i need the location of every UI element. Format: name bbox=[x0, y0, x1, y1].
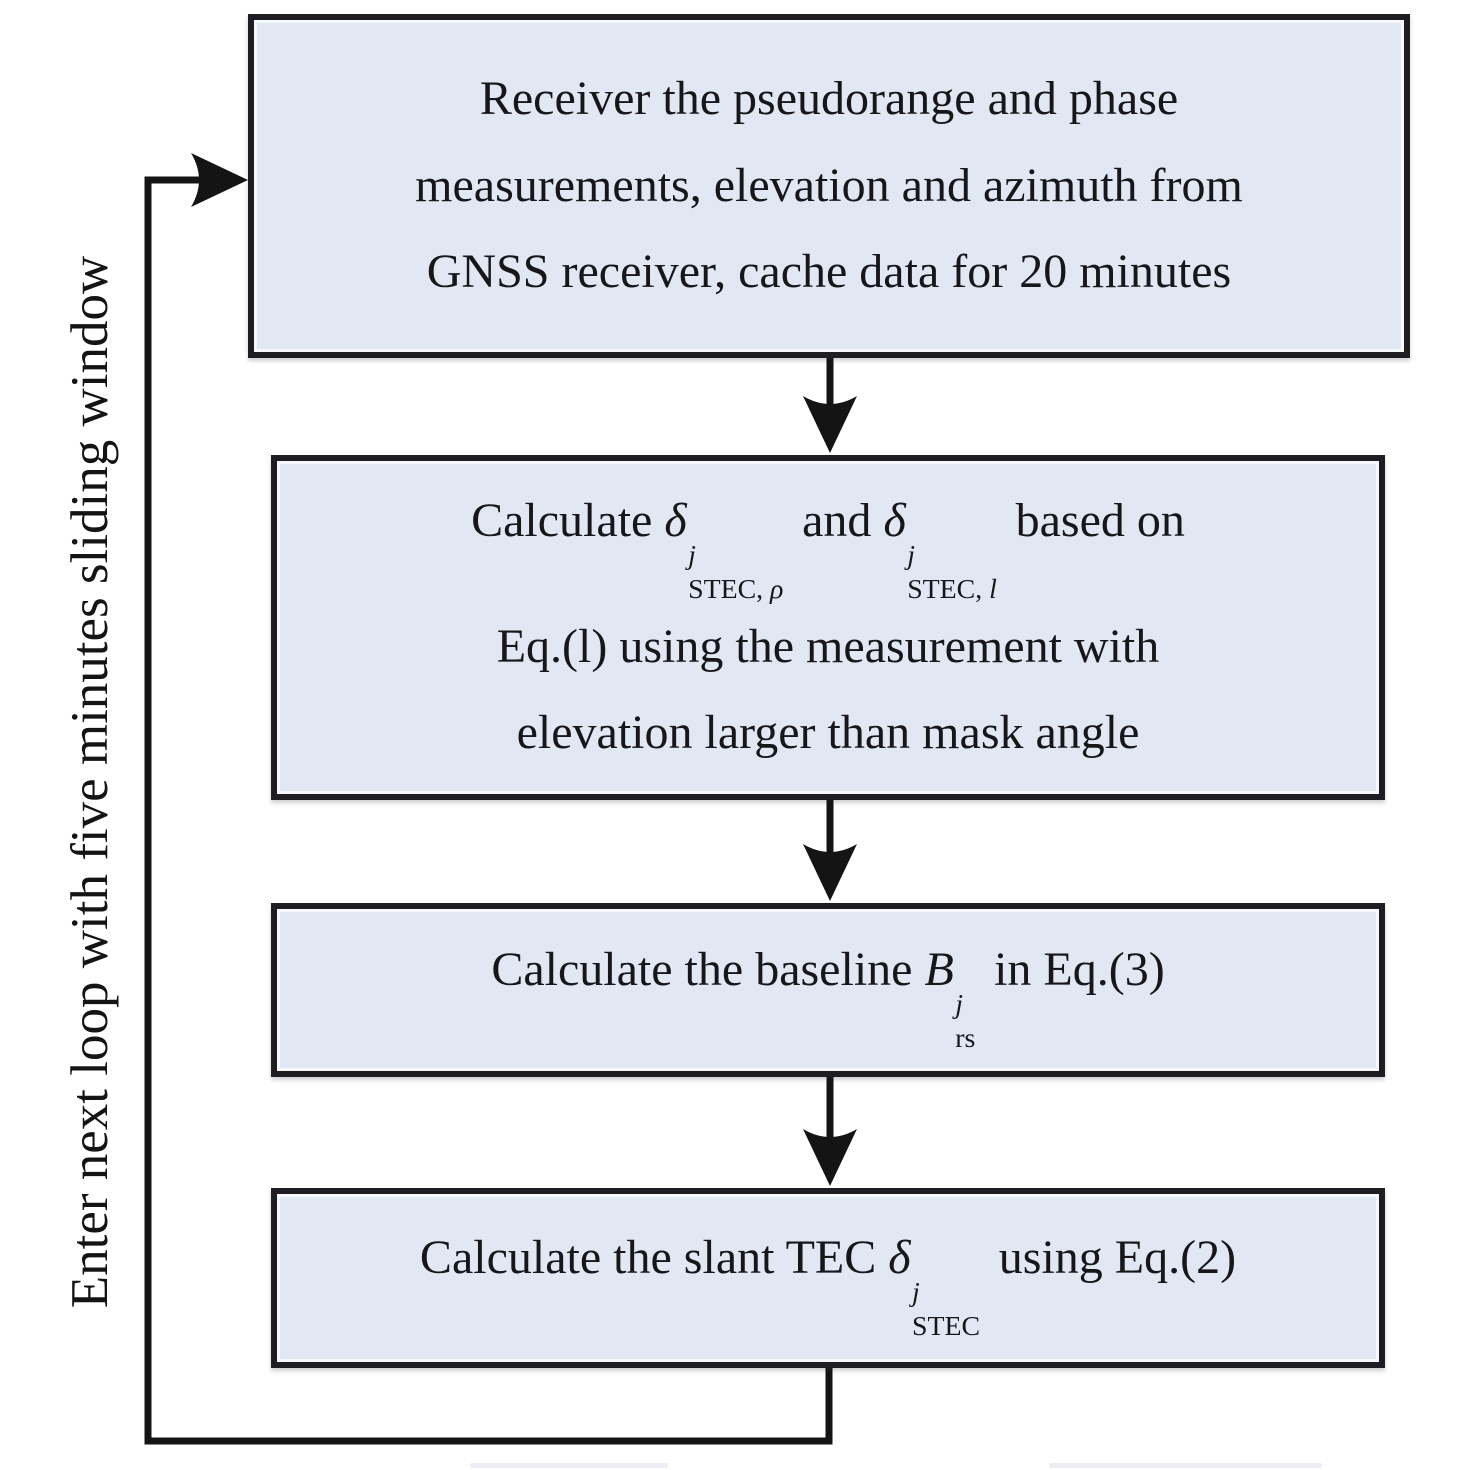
arrow-right-icon bbox=[191, 153, 248, 207]
text-line: Receiver the pseudorange and phase bbox=[479, 72, 1179, 126]
text-segment: and bbox=[790, 494, 884, 548]
loop-feedback-line bbox=[144, 176, 833, 1445]
text-segment: in Eq.(3) bbox=[982, 943, 1165, 997]
cropped-box-remnant bbox=[470, 1463, 668, 1468]
math-baseline-symbol: B bbox=[924, 943, 954, 997]
math-delta-symbol: δ bbox=[883, 494, 906, 548]
arrow-down-icon bbox=[803, 1129, 857, 1186]
math-delta-symbol: δ bbox=[888, 1231, 911, 1285]
flow-step-receive-measurements: Receiver the pseudorange and phase measu… bbox=[248, 14, 1410, 358]
text-segment: Calculate bbox=[471, 494, 665, 548]
cropped-box-remnant bbox=[1049, 1463, 1322, 1468]
loop-annotation: Enter next loop with five minutes slidin… bbox=[61, 255, 119, 1309]
text-line: Eq.(l) using the measurement with bbox=[496, 619, 1160, 673]
arrow-down-icon bbox=[803, 844, 857, 901]
math-delta-symbol: δ bbox=[664, 494, 687, 548]
text-line: measurements, elevation and azimuth from bbox=[415, 158, 1243, 212]
arrow-down-icon bbox=[803, 396, 857, 453]
text-segment: Calculate the baseline bbox=[491, 943, 925, 997]
text-line: GNSS receiver, cache data for 20 minutes bbox=[426, 245, 1232, 299]
text-segment: Calculate the slant TEC bbox=[419, 1231, 889, 1285]
text-segment: based on bbox=[1003, 494, 1185, 548]
text-segment: using Eq.(2) bbox=[986, 1231, 1237, 1285]
text-line: elevation larger than mask angle bbox=[516, 706, 1140, 760]
